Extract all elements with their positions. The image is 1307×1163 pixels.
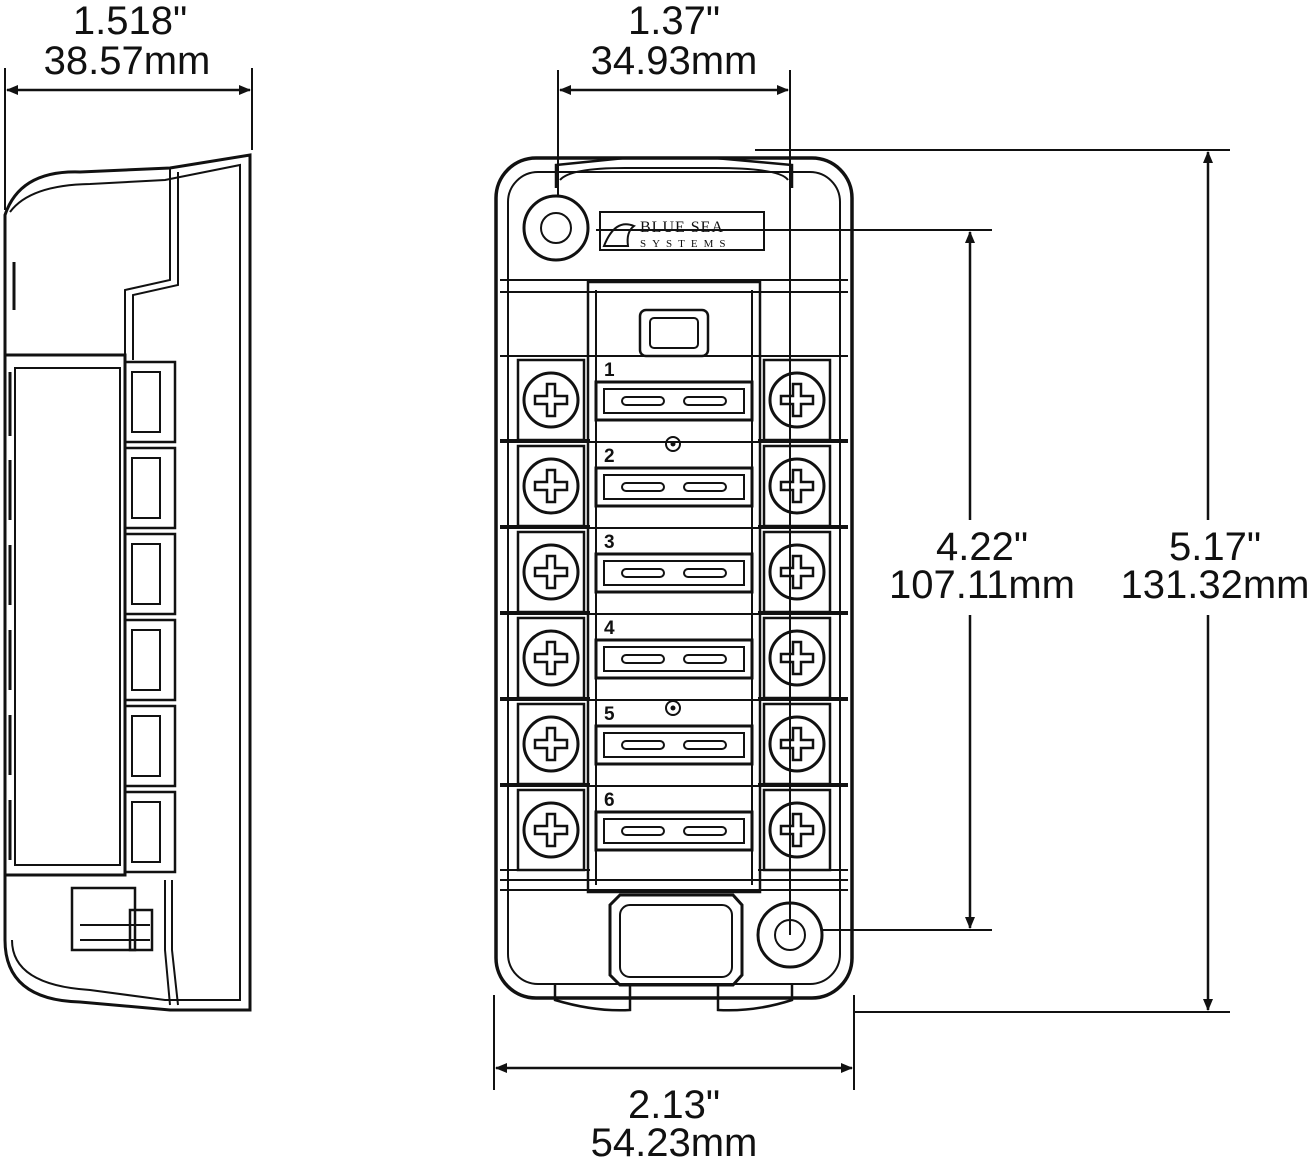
left-terminal-screw-cross xyxy=(533,468,569,504)
rivet xyxy=(665,700,681,716)
fuse xyxy=(594,638,754,680)
circuit-number: 2 xyxy=(604,446,615,467)
left-terminal-screw-cross xyxy=(533,812,569,848)
fuse-blade xyxy=(621,568,665,578)
fuse xyxy=(594,552,754,594)
left-terminal-screw xyxy=(522,457,580,515)
mount-horizontal-mm: 34.93mm xyxy=(591,39,758,83)
fuse-body xyxy=(603,818,745,844)
left-terminal-screw-housing xyxy=(516,702,586,786)
right-terminal-screw-housing xyxy=(762,616,832,700)
fuse xyxy=(594,380,754,422)
side-terminal-blocks xyxy=(123,360,177,874)
left-terminal-screw xyxy=(522,715,580,773)
left-terminal-screw-housing xyxy=(516,530,586,614)
dimension-mount-vertical: 4.22" 107.11mm xyxy=(596,229,1075,931)
overall-height-mm: 131.32mm xyxy=(1121,563,1307,607)
right-terminal-screw-cross xyxy=(779,382,815,418)
rivet-center xyxy=(670,441,676,447)
left-terminal-screw-housing xyxy=(516,788,586,872)
fuse-blade xyxy=(621,826,665,836)
left-terminal-screw xyxy=(522,629,580,687)
fuse xyxy=(594,810,754,852)
right-terminal-screw xyxy=(768,371,826,429)
circuit-number: 3 xyxy=(604,532,615,553)
right-terminal-screw-housing xyxy=(762,358,832,442)
rivet-center xyxy=(670,705,676,711)
mount-vertical-inches: 4.22" xyxy=(936,525,1028,569)
side-depth-mm: 38.57mm xyxy=(44,39,211,83)
side-view xyxy=(3,153,252,1012)
right-terminal-screw-cross xyxy=(779,812,815,848)
circuit-number: 5 xyxy=(604,704,615,725)
rivet xyxy=(665,436,681,452)
logo-line1: BLUE SEA xyxy=(640,219,724,236)
blue-sea-logo: BLUE SEA SYSTEMS xyxy=(599,211,765,251)
fuse-blade xyxy=(683,740,727,750)
fuse-blade xyxy=(621,654,665,664)
fuse-blade xyxy=(621,396,665,406)
dimension-overall-width: 2.13" 54.23mm xyxy=(493,995,855,1163)
right-terminal-screw-housing xyxy=(762,530,832,614)
fuse xyxy=(594,466,754,508)
fuse-blade xyxy=(621,482,665,492)
fuse-blade xyxy=(683,826,727,836)
left-terminal-screw-cross xyxy=(533,554,569,590)
fuse-blade xyxy=(683,654,727,664)
right-terminal-screw-housing xyxy=(762,444,832,528)
right-terminal-screw xyxy=(768,543,826,601)
left-terminal-screw-cross xyxy=(533,382,569,418)
circuit-number: 1 xyxy=(604,360,615,381)
fuse-body xyxy=(603,646,745,672)
fuse-blade xyxy=(683,482,727,492)
left-terminal-screw xyxy=(522,543,580,601)
left-terminal-screw-cross xyxy=(533,726,569,762)
overall-width-inches: 2.13" xyxy=(628,1083,720,1127)
dimension-side-depth: 1.518" 38.57mm xyxy=(4,0,253,210)
left-terminal-screw-housing xyxy=(516,444,586,528)
fuse-body xyxy=(603,732,745,758)
left-terminal-screw-housing xyxy=(516,358,586,442)
right-terminal-screw-cross xyxy=(779,640,815,676)
circuit-number: 4 xyxy=(604,618,615,639)
right-terminal-screw xyxy=(768,801,826,859)
overall-width-mm: 54.23mm xyxy=(591,1121,758,1163)
fuse xyxy=(594,724,754,766)
overall-height-inches: 5.17" xyxy=(1169,525,1261,569)
left-terminal-screw xyxy=(522,371,580,429)
right-terminal-screw-housing xyxy=(762,788,832,872)
fuse-blade xyxy=(683,396,727,406)
right-terminal-screw-cross xyxy=(779,726,815,762)
fuse-body xyxy=(603,474,745,500)
right-terminal-screw xyxy=(768,457,826,515)
side-depth-inches: 1.518" xyxy=(73,0,187,43)
front-view: BLUE SEA SYSTEMS 1 2 3 4 5 6 xyxy=(494,156,854,1012)
fuse-blade xyxy=(683,568,727,578)
side-stud xyxy=(70,886,154,952)
mount-vertical-mm: 107.11mm xyxy=(889,563,1075,607)
circuit-number: 6 xyxy=(604,790,615,811)
side-edge-ticks xyxy=(8,262,16,860)
left-terminal-screw-housing xyxy=(516,616,586,700)
logo-line2: SYSTEMS xyxy=(640,238,732,250)
right-terminal-screw-cross xyxy=(779,554,815,590)
circuit-rows: 1 2 3 4 5 6 xyxy=(500,355,848,872)
dimension-overall-height: 5.17" 131.32mm xyxy=(755,149,1307,1013)
right-terminal-screw xyxy=(768,629,826,687)
fuse-body xyxy=(603,388,745,414)
dimension-mount-horizontal: 1.37" 34.93mm xyxy=(557,0,791,935)
right-terminal-screw xyxy=(768,715,826,773)
left-terminal-screw xyxy=(522,801,580,859)
fuse-blade xyxy=(621,740,665,750)
fuse-body xyxy=(603,560,745,586)
right-terminal-screw-housing xyxy=(762,702,832,786)
right-terminal-screw-cross xyxy=(779,468,815,504)
left-terminal-screw-cross xyxy=(533,640,569,676)
mounting-hole-top xyxy=(522,194,590,262)
mount-horizontal-inches: 1.37" xyxy=(628,0,720,43)
